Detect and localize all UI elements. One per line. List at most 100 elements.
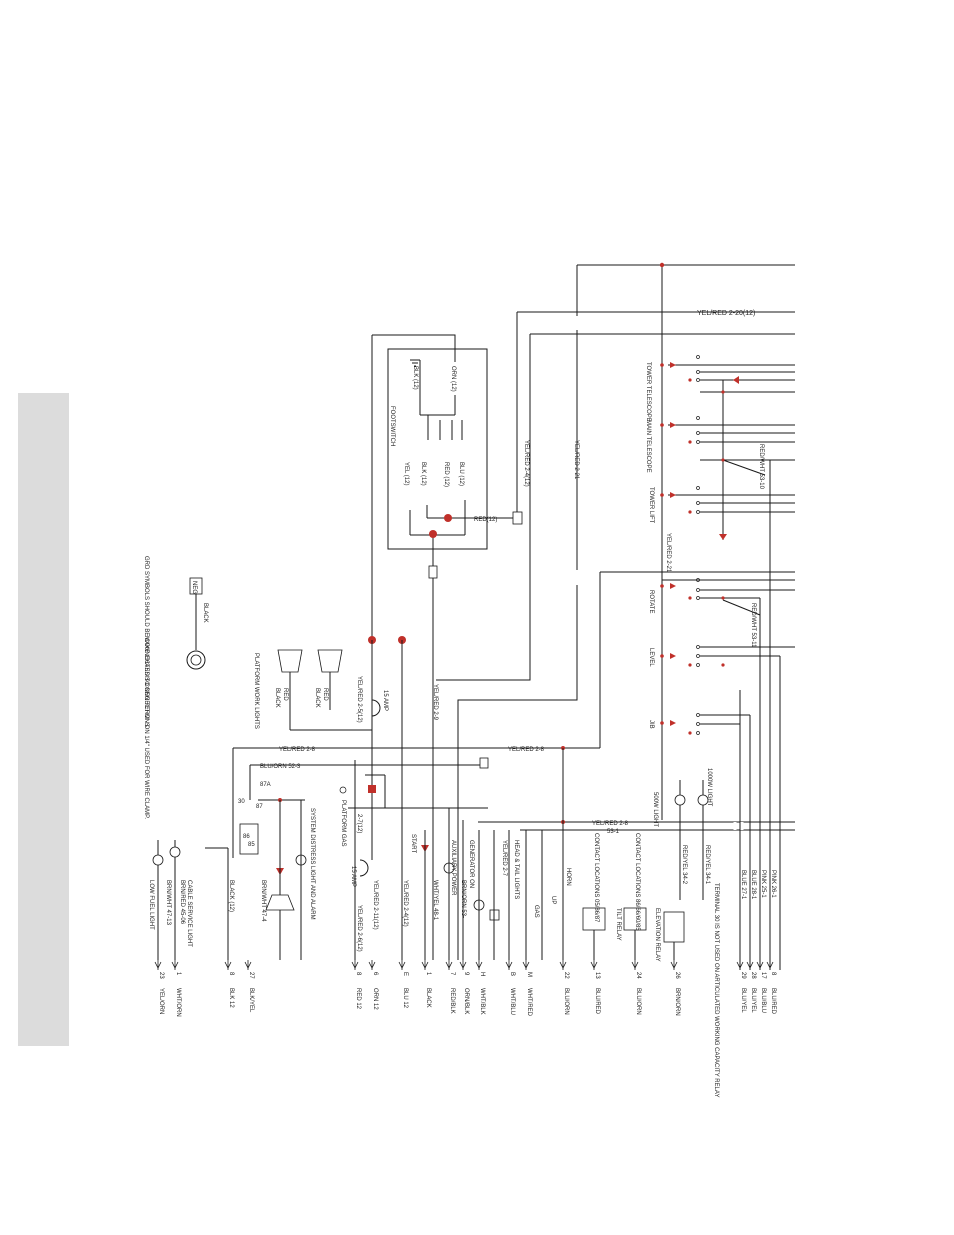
label-platform-work-lights: PLATFORM WORK LIGHTS (253, 653, 259, 729)
terminal: H WHT/BLK (475, 960, 485, 1015)
terminal-number: E (402, 972, 408, 976)
label-gas: GAS (533, 905, 539, 918)
terminal-number: 13 (594, 972, 600, 979)
label-blk12b: BLK (12) (420, 462, 426, 486)
label-platform-gas: PLATFORM GAS (340, 800, 346, 847)
label-start: START (410, 834, 416, 853)
wire-node (429, 530, 437, 538)
terminal-number: M (526, 972, 532, 977)
distress-circuit: SYSTEM DISTRESS LIGHT AND ALARM 86 85 30… (232, 748, 315, 960)
terminal-number: 1 (425, 972, 431, 976)
label-cable-service: CABLE SERVICE LIGHT (186, 880, 192, 947)
label-yelred-221-b: YEL/RED 2-21 (665, 533, 671, 573)
terminal-wire-label: BLU 12 (402, 988, 408, 1009)
platform-work-lights: PLATFORM WORK LIGHTS RED BLACK RED BLACK (253, 649, 372, 731)
label-redyel-342: RED/YEL 34-2 (681, 845, 687, 885)
terminal-number: 22 (563, 972, 569, 979)
terminal-number: 24 (635, 972, 641, 979)
side-tab (18, 393, 69, 1046)
terminal: E BLU 12 (398, 960, 408, 1009)
label-elevation-relay: ELEVATION RELAY (654, 908, 660, 962)
terminal-wire-label: WHT/RED (526, 988, 532, 1017)
terminal-number: 6 (372, 972, 378, 976)
label-main-telescope: MAIN TELESCOPE (645, 420, 651, 473)
wire-node (444, 514, 452, 522)
terminal-number: 9 (463, 972, 469, 976)
function-controls: TOWER TELESCOPE MAIN TELESCOPE TOWER LIF… (599, 355, 795, 748)
label-contact-loc-a: CONTACT LOCATIONS 05/86/87 (593, 833, 599, 923)
label-bluorn-523: BLU/ORN 52-3 (260, 764, 301, 770)
label-15-amp-a: 15 AMP (382, 690, 388, 711)
label-relay-30: 30 (238, 799, 245, 805)
label-redwht-5311: RED/WHT 53-11 (750, 603, 756, 648)
terminal-wire-label: BRN/ORN (674, 988, 680, 1016)
terminal-wire-label: RED 12 (355, 988, 361, 1010)
label-yelred-221: YEL/RED 2-21 (573, 440, 579, 480)
label-yelred-28-b: YEL/RED 2-8 (508, 747, 545, 753)
label-black: BLACK (274, 688, 280, 708)
label-generator-on: GENERATOR ON (468, 840, 474, 888)
label-yelred-211: YEL/RED 2-11(12) (372, 880, 378, 930)
terminal-wire-label: BLK 12 (228, 988, 234, 1008)
terminal-wire-label: WHT/ORN (175, 988, 181, 1017)
label-yelred-24b: YEL/RED 2-4(12) (402, 880, 408, 927)
label-tower-telescope: TOWER TELESCOPE (645, 362, 651, 422)
label-tower-lift: TOWER LIFT (648, 487, 654, 524)
terminal-number: 23 (158, 972, 164, 979)
terminal-wire-label: BLACK (425, 988, 431, 1008)
terminal-number: 7 (449, 972, 455, 976)
label-tilt-relay: TILT RELAY (615, 908, 621, 941)
label-terminal-30: TERMINAL 30 IS NOT USED ON ARTICULATED W… (713, 883, 719, 1098)
label-wht-481: WHT/YEL 48-1 (432, 880, 438, 921)
terminal-number: 26 (674, 972, 680, 979)
label-relay-87: 87 (256, 804, 263, 810)
terminal-wire-label: WHT/BLU (509, 988, 515, 1015)
label-brnwht-4713: BRN/WHT 47-13 (165, 880, 171, 926)
terminal-wire-label: BLU/ORN (635, 988, 641, 1015)
terminal-number: 27 (248, 972, 254, 979)
terminal-wire-label: RED/BLK (449, 988, 455, 1014)
label-chassis-note: MAKE CHASSIS CONNECTION ON 1/4" USED FOR… (143, 636, 149, 819)
terminal-wire-label: WHT/BLK (479, 988, 485, 1015)
label-blu-271: BLUE 27-1 (740, 870, 746, 900)
label-head-tail: HEAD & TAIL LIGHTS (513, 840, 519, 899)
terminal-number: 29 (740, 972, 746, 979)
label-53-1: 53-1 (607, 829, 620, 835)
label-neg: NEG (191, 581, 197, 594)
label-red12: RED(12) (474, 517, 497, 523)
label-yel12: YEL (12) (403, 462, 409, 485)
power-bus: YEL/RED 2-8 YEL/RED 2-8 YEL/RED 2-8 BLU/… (233, 746, 795, 960)
label-level: LEVEL (648, 648, 654, 667)
label-brnorn-53: BRN/ORN 53- (460, 880, 466, 918)
label-red: RED (282, 688, 288, 701)
terminal-wire-label: BLU/YEL (750, 988, 756, 1013)
terminal-wire-label: BLU/BLU (760, 988, 766, 1013)
terminal: M WHT/RED (522, 960, 532, 1017)
label-1000w-light: 1000W LIGHT (706, 768, 712, 807)
label-yelred-28-c: YEL/RED 2-8 (592, 821, 629, 827)
label-jib: JIB (648, 720, 654, 729)
label-grd-note: GRD SYMBOLS SHOULD BE CONNECTED TO NEG T… (143, 556, 149, 727)
label-contact-loc-b: CONTACT LOCATIONS 86/66/60/85 (634, 833, 640, 931)
terminal-wire-label: BLU/YEL (740, 988, 746, 1013)
label-relay-87a: 87A (260, 782, 271, 788)
wire-label-yelred-220: YEL/RED 2-20(12) (697, 310, 755, 317)
label-yelred-29: YEL/RED 2-9 (432, 684, 438, 721)
label-black2: BLACK (314, 688, 320, 708)
label-orn12: ORN (12) (450, 366, 456, 392)
terminal-number: H (479, 972, 485, 976)
